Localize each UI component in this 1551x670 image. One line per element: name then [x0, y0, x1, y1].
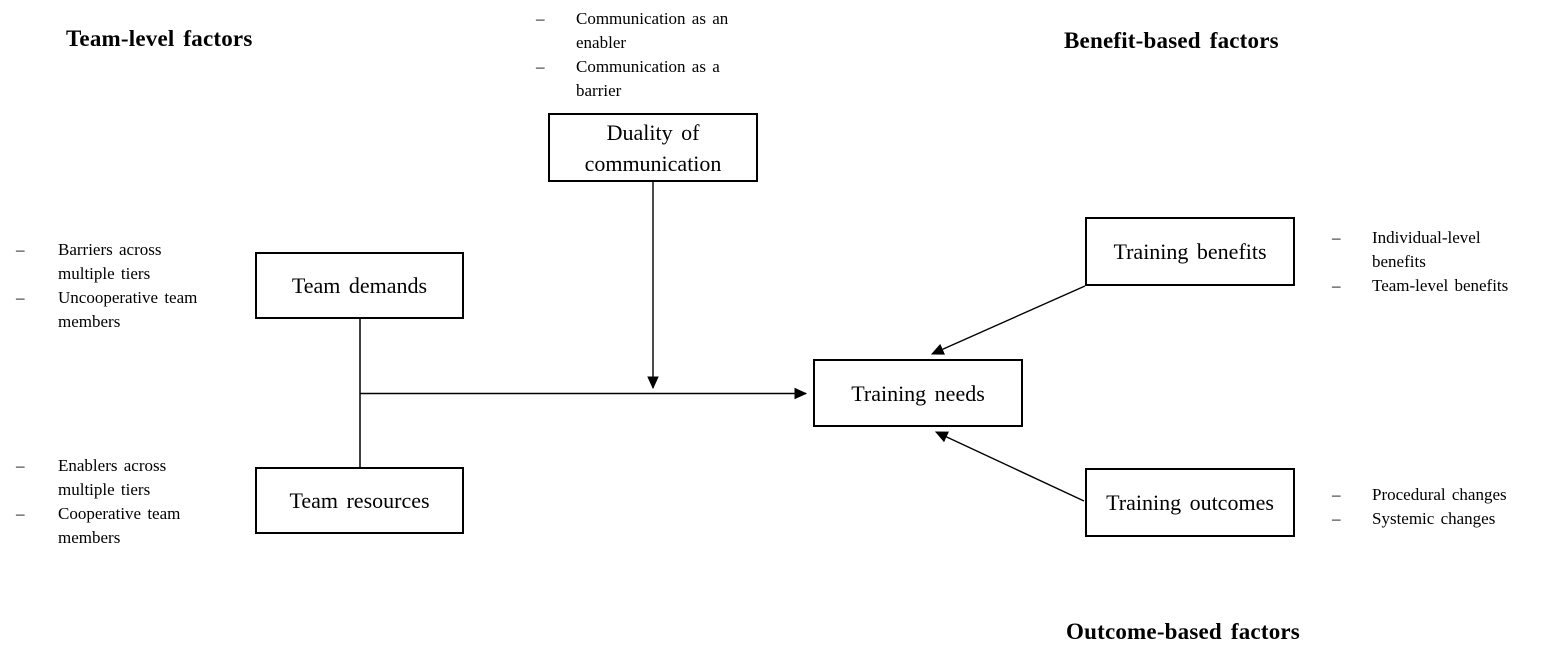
list-item: – Systemic changes: [1332, 507, 1551, 531]
list-item-text: Procedural changes: [1372, 485, 1507, 504]
list-communication-duality: – Communication as an enabler – Communic…: [536, 7, 736, 103]
node-training-outcomes: Training outcomes: [1085, 468, 1295, 537]
dash-bullet: –: [1332, 485, 1341, 504]
list-training-outcomes: – Procedural changes – Systemic changes: [1332, 483, 1551, 531]
list-item: – Individual-level benefits: [1332, 226, 1522, 274]
list-item: – Team-level benefits: [1332, 274, 1522, 298]
node-label: Training benefits: [1113, 239, 1267, 264]
dash-bullet: –: [16, 504, 25, 523]
list-item: – Barriers across multiple tiers: [16, 238, 208, 286]
list-team-resources: – Enablers across multiple tiers – Coope…: [16, 454, 208, 550]
list-item: – Communication as an enabler: [536, 7, 736, 55]
node-training-benefits: Training benefits: [1085, 217, 1295, 286]
list-item: – Enablers across multiple tiers: [16, 454, 208, 502]
heading-benefit-based-factors: Benefit-based factors: [1064, 28, 1279, 53]
dash-bullet: –: [16, 456, 25, 475]
list-item-text: Communication as an enabler: [576, 9, 729, 52]
node-label: Team demands: [291, 273, 428, 298]
dash-bullet: –: [16, 288, 25, 307]
heading-outcome-based-factors: Outcome-based factors: [1066, 619, 1300, 644]
list-item-text: Individual-level benefits: [1372, 228, 1481, 271]
node-training-needs: Training needs: [813, 359, 1023, 427]
list-item-text: Uncooperative team members: [58, 288, 198, 331]
node-label: Duality of communication: [584, 119, 722, 176]
dash-bullet: –: [16, 240, 25, 259]
list-item-text: Systemic changes: [1372, 509, 1496, 528]
list-item-text: Cooperative team members: [58, 504, 181, 547]
node-team-demands: Team demands: [255, 252, 464, 319]
dash-bullet: –: [536, 57, 545, 76]
node-label: Training needs: [851, 380, 985, 406]
node-label: Team resources: [289, 488, 430, 513]
dash-bullet: –: [1332, 228, 1341, 247]
list-item-text: Barriers across multiple tiers: [58, 240, 162, 283]
list-item: – Procedural changes: [1332, 483, 1551, 507]
list-item-text: Enablers across multiple tiers: [58, 456, 167, 499]
arrow-outcomes-to-training-needs: [934, 431, 1085, 502]
arrow-benefits-to-training-needs: [930, 285, 1086, 355]
list-team-demands: – Barriers across multiple tiers – Uncoo…: [16, 238, 208, 334]
list-training-benefits: – Individual-level benefits – Team-level…: [1332, 226, 1522, 298]
node-team-resources: Team resources: [255, 467, 464, 534]
list-item: – Communication as a barrier: [536, 55, 736, 103]
dash-bullet: –: [1332, 509, 1341, 528]
list-item: – Uncooperative team members: [16, 286, 208, 334]
heading-team-level-factors: Team-level factors: [66, 26, 253, 51]
list-item-text: Communication as a barrier: [576, 57, 720, 100]
node-duality-of-communication: Duality of communication: [548, 113, 758, 182]
dash-bullet: –: [1332, 276, 1341, 295]
list-item-text: Team-level benefits: [1372, 276, 1509, 295]
node-label: Training outcomes: [1106, 490, 1274, 515]
dash-bullet: –: [536, 9, 545, 28]
list-item: – Cooperative team members: [16, 502, 208, 550]
